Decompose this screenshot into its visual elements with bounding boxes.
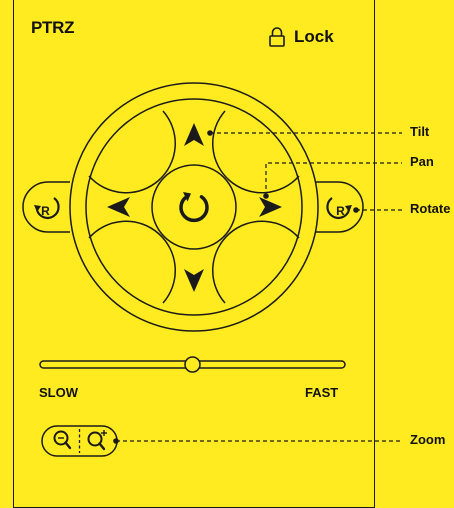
joystick-divider-bottom-right xyxy=(212,220,300,304)
speed-min-label: SLOW xyxy=(39,385,78,400)
speed-max-label: FAST xyxy=(305,385,339,400)
zoom-out-icon[interactable] xyxy=(53,430,72,450)
speed-slider[interactable] xyxy=(39,356,346,373)
arrow-down-icon[interactable] xyxy=(184,269,204,292)
callout-zoom: Zoom xyxy=(410,432,446,447)
center-reset-button[interactable] xyxy=(151,164,237,250)
arrow-up-icon[interactable] xyxy=(184,123,204,146)
zoom-control[interactable] xyxy=(41,425,118,457)
rotate-right-icon: R xyxy=(326,197,352,219)
rotate-left-button[interactable] xyxy=(22,181,70,233)
rotate-right-button[interactable] xyxy=(316,181,364,233)
joystick-inner-ring xyxy=(85,98,303,316)
arrow-right-icon[interactable] xyxy=(259,197,282,217)
app-title: PTRZ xyxy=(31,18,75,37)
callout-pan: Pan xyxy=(410,154,434,169)
joystick-divider-top-left xyxy=(88,110,176,194)
lock-label: Lock xyxy=(294,27,334,46)
callout-rotate: Rotate xyxy=(410,201,451,216)
pan-leader-dot xyxy=(263,193,269,199)
reset-rotation-icon xyxy=(179,192,209,223)
zoom-in-icon[interactable] xyxy=(87,430,108,451)
lock-button[interactable]: Lock xyxy=(269,27,334,47)
zoom-leader-dot xyxy=(113,438,119,444)
speed-slider-thumb[interactable] xyxy=(184,356,201,373)
pan-leader-line xyxy=(265,162,402,196)
callout-leaders xyxy=(116,132,402,442)
svg-text:R: R xyxy=(336,204,345,218)
tilt-leader-dot xyxy=(207,130,213,136)
callout-tilt: Tilt xyxy=(410,124,430,139)
rotate-left-icon: R xyxy=(34,197,60,219)
svg-text:R: R xyxy=(41,204,50,218)
joystick-divider-bottom-left xyxy=(88,220,176,304)
rotate-leader-dot xyxy=(353,207,359,213)
controller-graphic: R R xyxy=(22,82,402,457)
lock-icon xyxy=(269,27,285,47)
joystick-outer-ring xyxy=(69,82,319,332)
arrow-left-icon[interactable] xyxy=(107,197,130,217)
joystick-divider-top-right xyxy=(212,110,300,194)
